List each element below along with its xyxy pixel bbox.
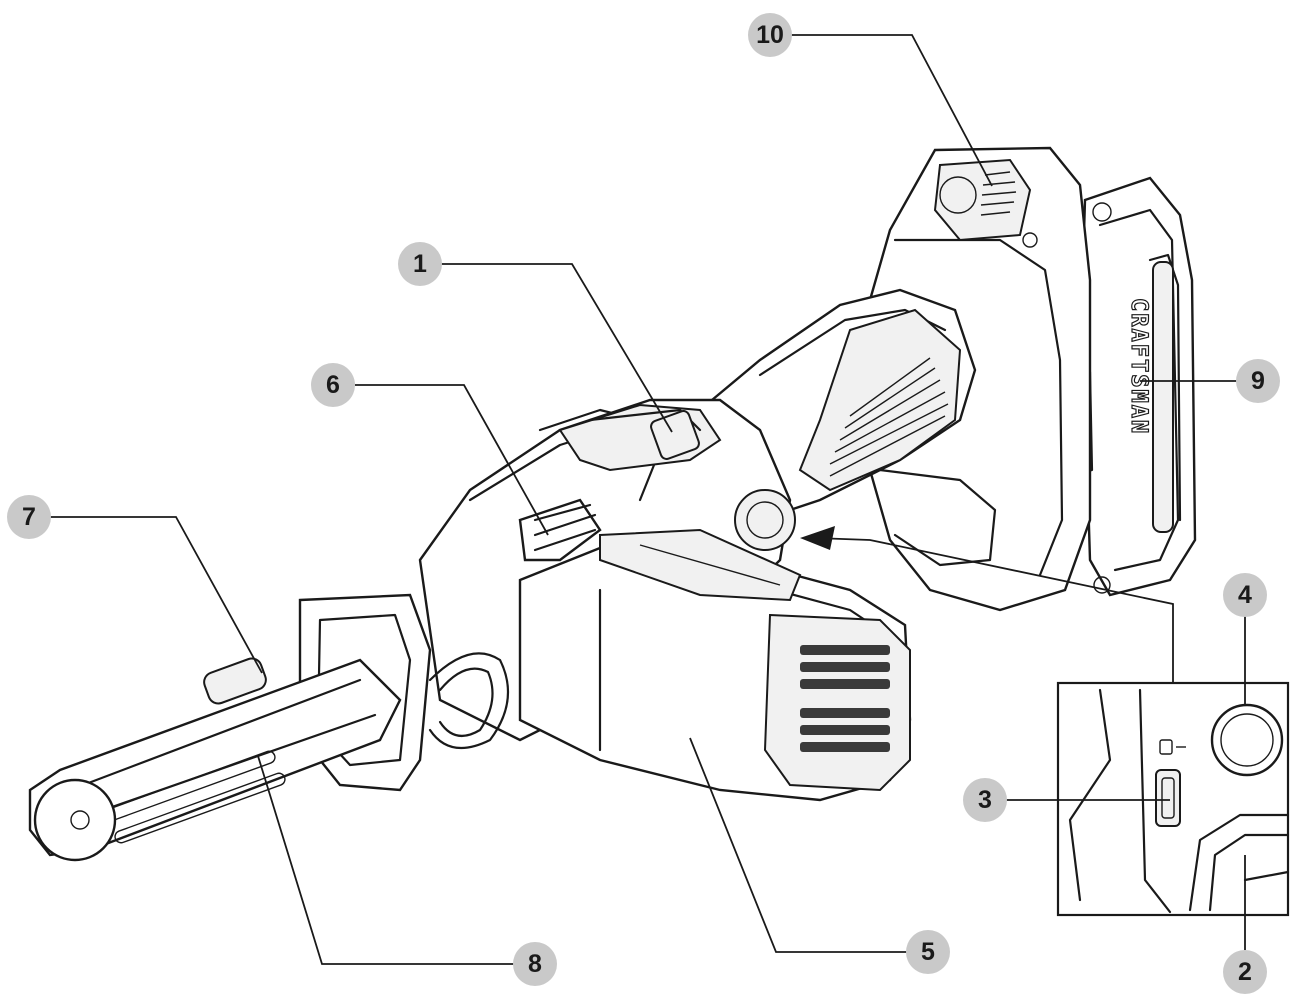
callout-1: 1 bbox=[398, 242, 442, 286]
inset-arrow bbox=[800, 526, 1174, 683]
top-vent-slats bbox=[939, 171, 1017, 216]
callout-8: 8 bbox=[513, 942, 557, 986]
callout-4: 4 bbox=[1223, 573, 1267, 617]
leader-lines bbox=[47, 34, 1258, 965]
callout-9-label: 9 bbox=[1251, 367, 1265, 395]
brand-text: CRAFTSMAN bbox=[1126, 298, 1151, 435]
callout-4-label: 4 bbox=[1238, 581, 1252, 609]
callout-8-label: 8 bbox=[528, 950, 542, 978]
callout-2: 2 bbox=[1223, 950, 1267, 994]
rear-housing bbox=[868, 146, 1092, 612]
callout-1-label: 1 bbox=[413, 250, 427, 278]
motor-housing bbox=[518, 528, 912, 802]
belt-arm bbox=[28, 498, 602, 862]
callout-7-label: 7 bbox=[22, 503, 36, 531]
callout-6: 6 bbox=[311, 363, 355, 407]
callout-5: 5 bbox=[906, 930, 950, 974]
callout-6-label: 6 bbox=[326, 371, 340, 399]
callout-5-label: 5 bbox=[921, 938, 935, 966]
inset-detail bbox=[1056, 681, 1290, 917]
callout-10-label: 10 bbox=[756, 21, 784, 49]
callout-2-label: 2 bbox=[1238, 958, 1252, 986]
battery-pack: CRAFTSMAN bbox=[1053, 176, 1197, 597]
callout-3: 3 bbox=[963, 778, 1007, 822]
motor-grille bbox=[800, 645, 890, 752]
callout-3-label: 3 bbox=[978, 786, 992, 814]
callout-7: 7 bbox=[7, 495, 51, 539]
callout-10: 10 bbox=[748, 13, 792, 57]
grip-texture bbox=[829, 357, 949, 477]
callout-9: 9 bbox=[1236, 359, 1280, 403]
